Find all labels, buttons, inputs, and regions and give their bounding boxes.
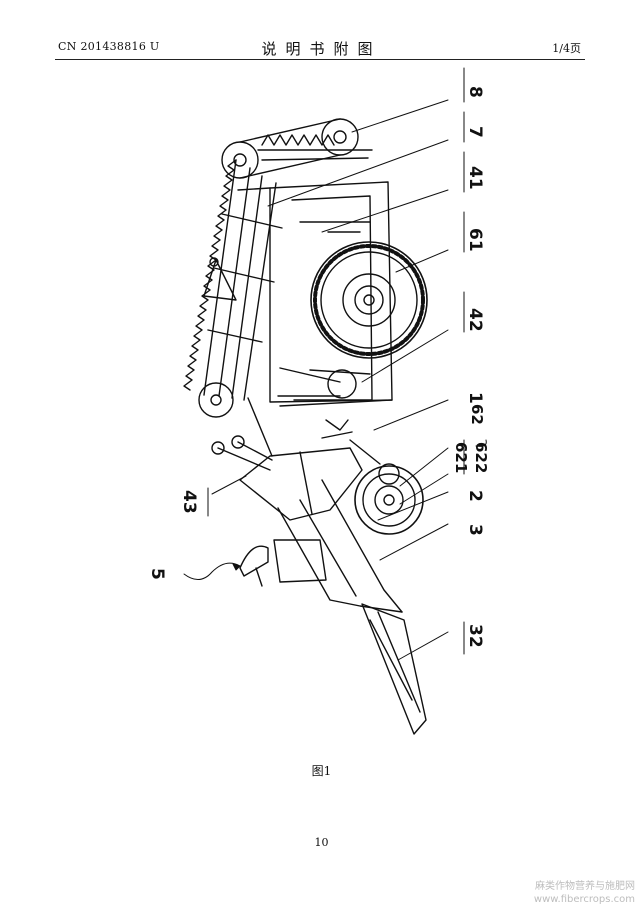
figure-caption: 图1 [311,764,332,778]
label-32: 32 [465,624,485,648]
watermark-line2: www.fibercrops.com [533,894,635,905]
header-title: 说明书附图 [261,40,382,58]
label-5: 5 [147,568,167,580]
label-3: 3 [465,524,485,536]
conveyor-chain [183,159,283,401]
patent-number: CN 201438816 U [58,40,160,53]
wheel-62 [354,463,424,535]
watermark: 麻类作物营养与施肥网 www.fibercrops.com [534,880,635,906]
pulley-42 [277,367,357,399]
label-42: 42 [465,308,485,332]
label-621: 621 [452,442,470,473]
feed-chute [239,447,403,613]
page-number: 10 [314,836,329,849]
top-sprocket [221,118,373,179]
label-622: 622 [472,442,490,473]
quadrant-gauge [203,257,237,301]
label-2: 2 [465,490,485,502]
support-arm [211,397,381,471]
page-count: 1/4页 [552,42,581,55]
page-header: CN 201438816 U 说明书附图 1/4页 [0,38,643,62]
label-62: 62 [468,404,486,425]
watermark-line1: 麻类作物营养与施肥网 [535,881,635,892]
part-labels: 8 7 41 61 42 1 62 621 622 2 3 32 43 5 [147,86,490,648]
operator-seat [239,545,269,587]
label-61: 61 [465,228,485,252]
label-41: 41 [465,166,485,190]
cutting-tip [361,603,427,735]
large-gear [310,241,428,359]
label-7: 7 [465,126,485,138]
header-rule [55,59,585,60]
main-frame [237,181,393,407]
label-8: 8 [465,86,485,98]
bottom-roller [198,382,234,418]
leader-lines [183,67,487,661]
label-1: 1 [465,392,485,404]
label-43: 43 [179,490,199,514]
